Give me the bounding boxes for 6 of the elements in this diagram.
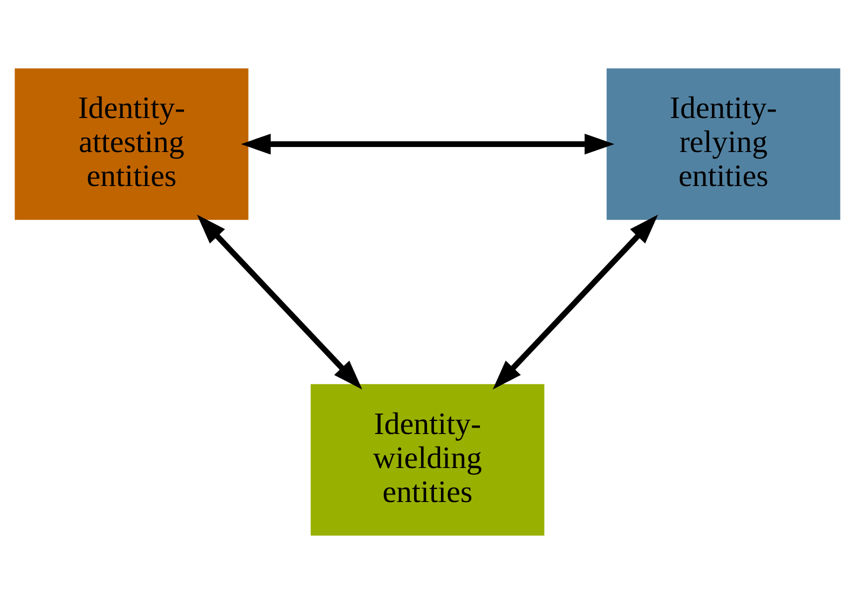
- node-box: Identity- relying entities: [605, 66, 842, 222]
- arrow: [492, 214, 658, 390]
- arrow: [196, 214, 362, 390]
- node-box: Identity- wielding entities: [309, 382, 546, 538]
- node-box: Identity- attesting entities: [13, 66, 250, 222]
- arrow: [240, 134, 614, 155]
